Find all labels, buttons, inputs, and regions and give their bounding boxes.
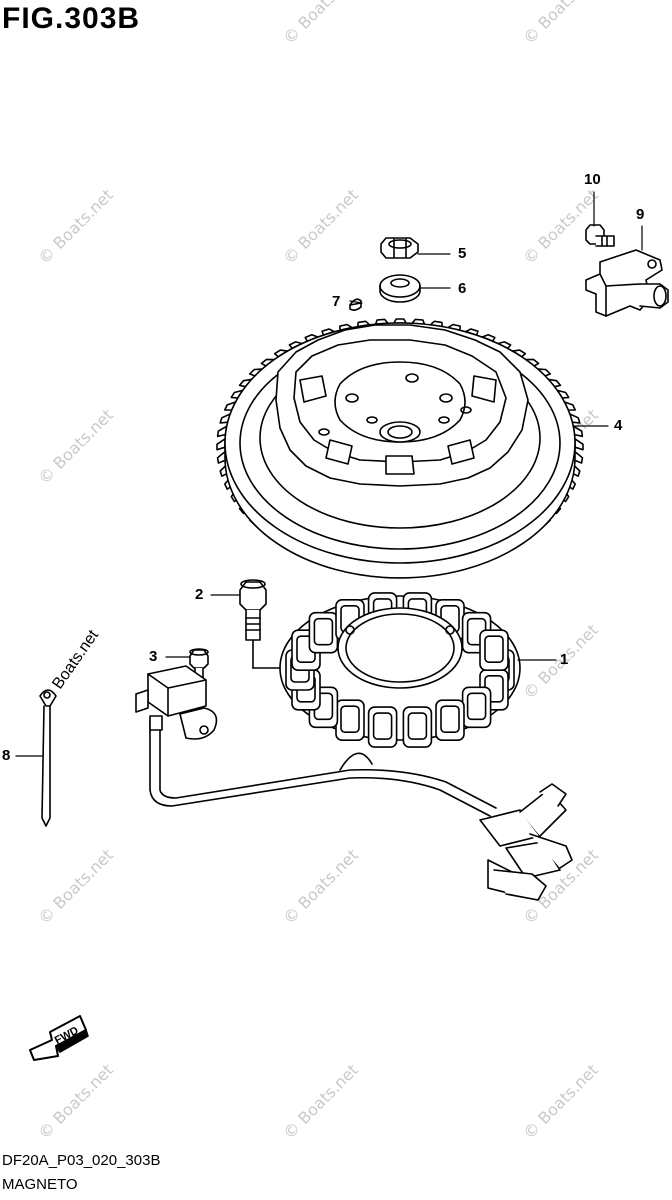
watermark: © Boats.net <box>279 1060 361 1142</box>
watermark: © Boats.net <box>279 0 361 48</box>
part-5-nut <box>380 237 419 259</box>
callout-2: 2 <box>195 586 204 603</box>
part-6-washer <box>379 274 421 303</box>
stator-coils <box>285 592 515 748</box>
watermark-layer: © Boats.net © Boats.net © Boats.net © Bo… <box>34 0 601 1143</box>
callout-1: 1 <box>560 651 569 668</box>
callout-6: 6 <box>458 280 467 297</box>
figure-code: DF20A_P03_020_303B <box>2 1152 161 1169</box>
figure-title: FIG.303B <box>2 2 141 35</box>
stator-coil <box>335 699 365 742</box>
watermark: © Boats.net <box>34 185 116 267</box>
part-9-sensor <box>585 249 669 317</box>
stator-coil <box>461 686 492 729</box>
watermark: © Boats.net <box>279 845 361 927</box>
stator-coil <box>435 699 465 742</box>
watermark: © Boats.net <box>34 405 116 487</box>
leader-lines <box>15 191 643 757</box>
stator-coil <box>479 629 509 672</box>
stator-coil <box>367 706 398 748</box>
stator-coil <box>308 611 339 654</box>
sensor-connector <box>135 665 218 740</box>
fwd-arrow-icon: FWD <box>29 1015 89 1061</box>
callout-10: 10 <box>584 171 601 188</box>
callout-9: 9 <box>636 206 645 223</box>
side-label: Boats.net <box>49 627 102 693</box>
part-8-cable-tie <box>39 689 57 827</box>
callout-7: 7 <box>332 293 341 310</box>
gear-tooth <box>216 437 226 451</box>
wire-harness <box>149 719 573 901</box>
part-10-bolt <box>585 224 615 247</box>
figure-name: MAGNETO <box>2 1176 78 1193</box>
watermark: © Boats.net <box>34 1060 116 1142</box>
watermark: © Boats.net <box>519 0 601 48</box>
part-4-flywheel <box>216 318 584 579</box>
callout-5: 5 <box>458 245 467 262</box>
callout-8: 8 <box>2 747 11 764</box>
callout-4: 4 <box>614 417 623 434</box>
callout-3: 3 <box>149 648 158 665</box>
watermark: © Boats.net <box>519 1060 601 1142</box>
stator-coil <box>402 706 433 748</box>
watermark: © Boats.net <box>279 185 361 267</box>
part-1-stator <box>279 592 521 748</box>
watermark: © Boats.net <box>34 845 116 927</box>
